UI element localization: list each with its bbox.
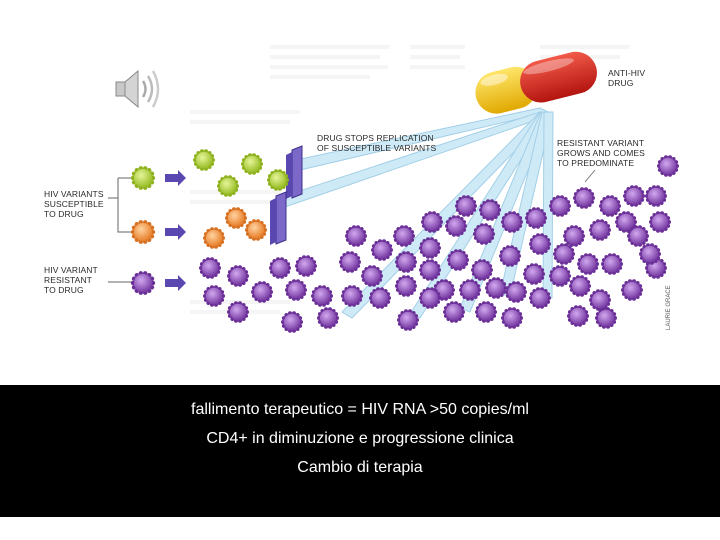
- caption-line-cd4-decline: CD4+ in diminuzione e progressione clini…: [0, 430, 720, 448]
- speaker-icon-graphic: [112, 66, 164, 112]
- label-leader-lines: [585, 170, 595, 182]
- illustration-credit: LAURIE GRACE: [666, 285, 672, 330]
- label-brackets: [108, 178, 132, 282]
- susceptible-virus-green: [267, 169, 289, 191]
- susceptible-virus-orange: [131, 220, 155, 244]
- resistant-virus-purple: [649, 211, 671, 233]
- label-line: HIV VARIANTS: [44, 189, 104, 199]
- label-line: RESISTANT VARIANT: [557, 138, 645, 148]
- resistant-virus-purple: [131, 271, 155, 295]
- susceptible-virus-green: [193, 149, 215, 171]
- resistant-virus-purple: [599, 195, 621, 217]
- resistant-virus-purple: [371, 239, 393, 261]
- speaker-icon[interactable]: [112, 66, 164, 112]
- resistant-virus-purple: [475, 301, 497, 323]
- resistant-virus-purple: [345, 225, 367, 247]
- resistant-virus-purple: [269, 257, 291, 279]
- resistant-virus-purple: [227, 301, 249, 323]
- caption-line-therapy-change: Cambio di terapia: [0, 459, 720, 477]
- figure-illustration: [0, 0, 720, 385]
- resistant-virus-purple: [601, 253, 623, 275]
- resistant-virus-purple: [589, 219, 611, 241]
- label-line: DRUG STOPS REPLICATION: [317, 133, 436, 143]
- resistant-virus-purple: [395, 275, 417, 297]
- virus-particles: [131, 149, 679, 333]
- caption-line-therapeutic-failure: fallimento terapeutico = HIV RNA >50 cop…: [0, 401, 720, 419]
- resistant-virus-purple: [577, 253, 599, 275]
- label-resistant-variant-grows: RESISTANT VARIANT GROWS AND COMES TO PRE…: [557, 138, 645, 168]
- resistant-virus-purple: [227, 265, 249, 287]
- susceptible-virus-orange: [225, 207, 247, 229]
- label-line: TO PREDOMINATE: [557, 158, 645, 168]
- resistant-virus-purple: [251, 281, 273, 303]
- label-line: TO DRUG: [44, 209, 104, 219]
- arrows: [165, 170, 186, 291]
- label-anti-hiv-drug: ANTI-HIV DRUG: [608, 68, 645, 88]
- drug-block-shields: [270, 146, 302, 245]
- hiv-resistance-figure: ANTI-HIV DRUG DRUG STOPS REPLICATION OF …: [0, 0, 720, 385]
- susceptible-virus-orange: [245, 219, 267, 241]
- anti-hiv-drug-capsule: [471, 47, 601, 118]
- label-line: RESISTANT: [44, 275, 98, 285]
- resistant-virus-purple: [339, 251, 361, 273]
- resistant-virus-purple: [657, 155, 679, 177]
- resistant-virus-purple: [295, 255, 317, 277]
- resistant-virus-purple: [501, 307, 523, 329]
- label-line: SUSCEPTIBLE: [44, 199, 104, 209]
- susceptible-virus-green: [241, 153, 263, 175]
- resistant-virus-purple: [285, 279, 307, 301]
- resistant-virus-purple: [645, 185, 667, 207]
- label-line: OF SUSCEPTIBLE VARIANTS: [317, 143, 436, 153]
- resistant-virus-purple: [569, 275, 591, 297]
- resistant-virus-purple: [199, 257, 221, 279]
- susceptible-virus-green: [131, 166, 155, 190]
- label-hiv-variant-resistant: HIV VARIANT RESISTANT TO DRUG: [44, 265, 98, 295]
- label-line: DRUG: [608, 78, 645, 88]
- resistant-virus-purple: [621, 279, 643, 301]
- label-line: ANTI-HIV: [608, 68, 645, 78]
- label-line: GROWS AND COMES: [557, 148, 645, 158]
- susceptible-virus-orange: [203, 227, 225, 249]
- caption-band: fallimento terapeutico = HIV RNA >50 cop…: [0, 385, 720, 517]
- resistant-virus-purple: [317, 307, 339, 329]
- resistant-virus-purple: [573, 187, 595, 209]
- resistant-virus-purple: [311, 285, 333, 307]
- label-line: HIV VARIANT: [44, 265, 98, 275]
- label-drug-stops-replication: DRUG STOPS REPLICATION OF SUSCEPTIBLE VA…: [317, 133, 436, 153]
- resistant-virus-purple: [567, 305, 589, 327]
- resistant-virus-purple: [523, 263, 545, 285]
- resistant-virus-purple: [623, 185, 645, 207]
- label-line: TO DRUG: [44, 285, 98, 295]
- resistant-virus-purple: [281, 311, 303, 333]
- label-hiv-variants-susceptible: HIV VARIANTS SUSCEPTIBLE TO DRUG: [44, 189, 104, 219]
